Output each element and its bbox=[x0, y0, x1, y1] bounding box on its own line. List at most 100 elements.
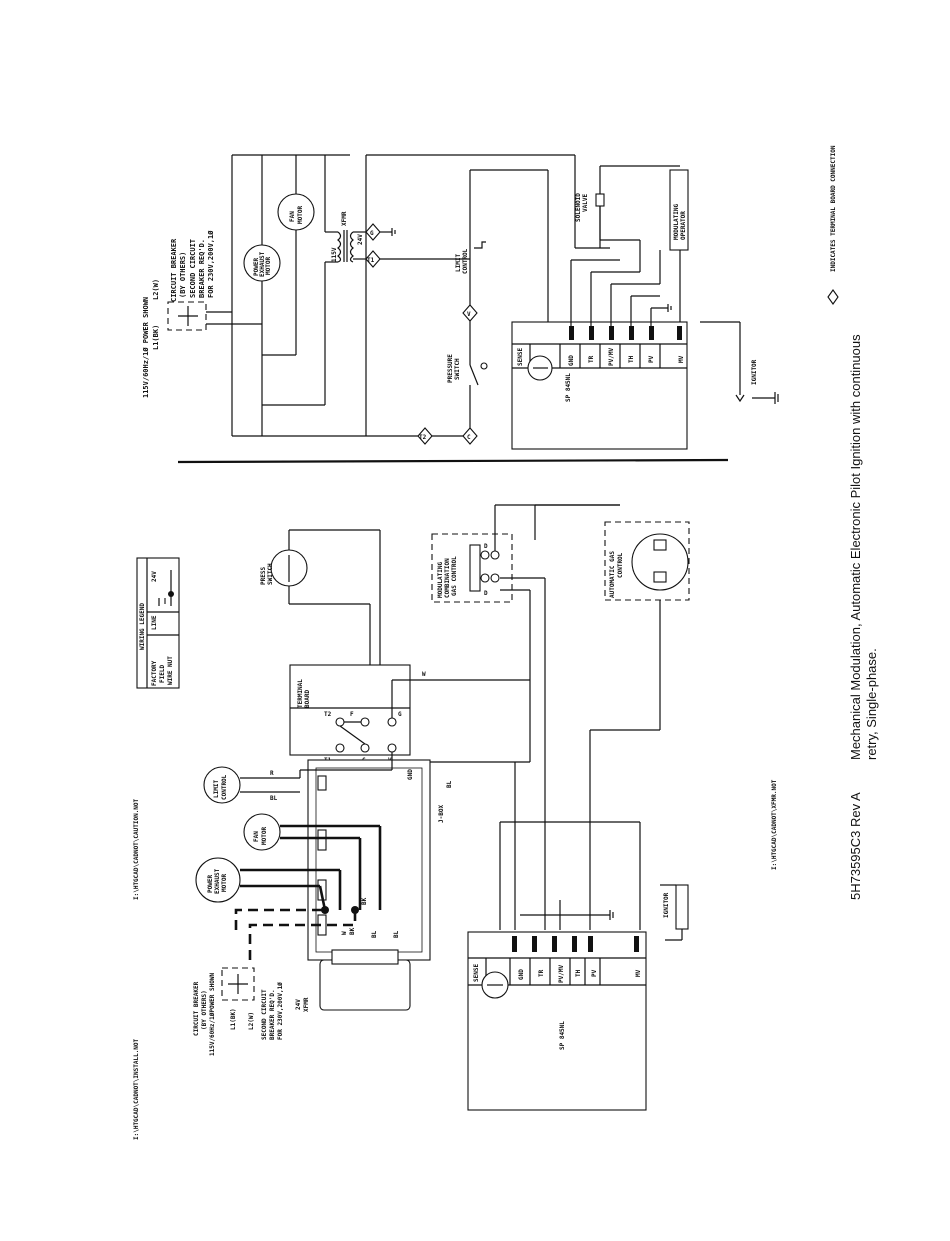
ladder-exhaust-motor bbox=[243, 244, 281, 282]
ladder-solenoid-label-1: SOLENOID bbox=[575, 193, 582, 222]
limit-control bbox=[203, 766, 241, 804]
document-id: 5H73595C3 Rev A bbox=[848, 792, 863, 900]
j-box-gnd-label: GND bbox=[407, 769, 414, 780]
ladder-module bbox=[511, 321, 688, 450]
tb-top-label-g: G bbox=[398, 711, 402, 718]
auto-gas-label-1: AUTOMATIC GAS bbox=[609, 551, 616, 598]
term-pv: PV bbox=[591, 969, 598, 977]
wire-color-bl-3: BL bbox=[446, 780, 453, 788]
ladder-terminal-t2 bbox=[417, 427, 433, 445]
ladder-module-label: SP 845NL bbox=[565, 373, 572, 402]
legend-line-label: LINE bbox=[151, 615, 158, 630]
limit-label-1: LIMIT bbox=[213, 780, 220, 798]
tb-terminal-v bbox=[387, 743, 397, 753]
ladder-term-gnd: GND bbox=[568, 355, 575, 366]
ladder-breaker-sub: (BY OTHERS) bbox=[179, 252, 187, 298]
mod-combo-label-1: MODULATING bbox=[437, 561, 444, 598]
breaker-symbol bbox=[221, 967, 255, 1001]
term-gnd: GND bbox=[518, 969, 525, 980]
breaker-label: CIRCUIT BREAKER bbox=[193, 981, 200, 1036]
ladder-terminal-v-label: V bbox=[467, 311, 471, 318]
ladder-xfmr-115v: 115V bbox=[331, 247, 338, 262]
exhaust-label-1: POWER bbox=[207, 875, 214, 893]
wire-color-bl-limit: BL bbox=[270, 795, 278, 802]
field-wire-l2 bbox=[248, 910, 357, 960]
terminal-board-label-2: BOARD bbox=[304, 690, 311, 708]
legend-row-wirenut: WIRE NUT bbox=[167, 656, 174, 685]
terminal-board-label-1: TERMINAL bbox=[297, 679, 304, 708]
file-ref-xfmr: I:\HTGCAD\CADNOT\XFMR.NOT bbox=[771, 779, 778, 870]
file-ref-install: I:\HTGCAD\CADNOT\INSTALL.NOT bbox=[133, 1038, 140, 1140]
ladder-term-th: TH bbox=[628, 355, 635, 363]
xfmr-24v-label: 24V bbox=[295, 999, 302, 1010]
control-module bbox=[467, 931, 647, 1111]
ladder-limit-contact bbox=[474, 241, 486, 249]
exhaust-label-3: MOTOR bbox=[221, 874, 228, 892]
fan-label-1: FAN bbox=[253, 831, 260, 842]
fan-label-2: MOTOR bbox=[261, 827, 268, 845]
ladder-terminal-t2-label: T2 bbox=[419, 434, 427, 441]
tb-terminal-t1 bbox=[335, 743, 345, 753]
ladder-second-breaker-3: FOR 230V,200V,1Ø bbox=[207, 230, 215, 298]
mod-combo-d-1: D bbox=[484, 590, 488, 597]
j-box-label: J-BOX bbox=[438, 805, 445, 823]
ladder-terminal-v bbox=[462, 304, 478, 322]
j-box bbox=[307, 759, 431, 961]
ladder-pressure-label-2: SWITCH bbox=[454, 358, 461, 380]
ladder-fan-motor bbox=[277, 193, 315, 231]
wire-color-w: W bbox=[341, 931, 348, 935]
ladder-breaker-symbol bbox=[167, 301, 207, 331]
term-th: TH bbox=[575, 969, 582, 977]
limit-label-2: CONTROL bbox=[221, 774, 228, 800]
automatic-gas-control bbox=[604, 521, 690, 601]
connection-diagram: WIRING LEGEND FACTORY FIELD WIRE NUT LIN… bbox=[136, 504, 690, 1111]
term-tr: TR bbox=[538, 969, 545, 977]
ladder-terminal-c-label: C bbox=[467, 434, 471, 441]
ladder-exhaust-label-2: EXHAUST bbox=[259, 251, 266, 277]
auto-gas-label-2: CONTROL bbox=[617, 552, 624, 578]
mod-combo-label-3: GAS CONTROL bbox=[451, 556, 458, 596]
modulating-gas-control bbox=[431, 533, 513, 603]
wire-color-bk: BK bbox=[361, 897, 368, 905]
ladder-exhaust-label-3: MOTOR bbox=[265, 257, 272, 275]
ladder-pressure-label-1: PRESSURE bbox=[447, 354, 454, 383]
wire-color-bl-2: BL bbox=[393, 930, 400, 938]
legend-row-field: FIELD bbox=[159, 665, 166, 683]
xfmr-label: XFMR bbox=[303, 997, 310, 1012]
ladder-module-terminals: GND TR PV/MV TH PV MV bbox=[559, 326, 685, 368]
wire-nut-1 bbox=[321, 906, 329, 914]
ladder-terminal-t1-label: T1 bbox=[367, 257, 375, 264]
wire-color-bk-2: BK bbox=[349, 927, 356, 935]
exhaust-motor bbox=[195, 857, 241, 903]
mod-combo-d-2: D bbox=[484, 543, 488, 550]
ladder-fan-label-2: MOTOR bbox=[297, 206, 304, 224]
ladder-limit-label-2: CONTROL bbox=[462, 248, 469, 274]
tb-terminal-g bbox=[387, 717, 397, 727]
wiring-legend-title: WIRING LEGEND bbox=[139, 603, 146, 650]
ladder-diagram: 115V/60Hz/1Ø POWER SHOWN L1(BK) L2(W) CI… bbox=[142, 154, 779, 450]
igniter-label: IGNITOR bbox=[663, 892, 670, 918]
ladder-exhaust-label-1: POWER bbox=[253, 258, 260, 276]
caption-block: 5H73595C3 Rev A Mechanical Modulation, A… bbox=[848, 334, 879, 900]
ladder-term-pv: PV bbox=[648, 355, 655, 363]
ladder-mod-operator-label-2: OPERATOR bbox=[680, 211, 687, 240]
ladder-igniter-label: IGNITOR bbox=[751, 359, 758, 385]
ladder-power-note: 115V/60Hz/1Ø POWER SHOWN bbox=[142, 297, 150, 398]
legend-24v-label: 24V bbox=[151, 571, 158, 582]
breaker-sub-label: (BY OTHERS) bbox=[201, 990, 208, 1030]
ladder-solenoid-label-2: VALVE bbox=[582, 194, 589, 212]
file-ref-caution: I:\HTGCAD\CADNOT\CAUTION.NOT bbox=[133, 798, 140, 900]
ladder-second-breaker-1: SECOND CIRCUIT bbox=[189, 239, 197, 298]
ladder-terminal-g-label: G bbox=[370, 230, 374, 237]
diagram-title-line-2: retry, Single-phase. bbox=[864, 648, 879, 760]
term-pvmv: PV/MV bbox=[558, 965, 565, 983]
l1-label: L1(BK) bbox=[230, 1008, 237, 1030]
wire-nut-2 bbox=[351, 906, 359, 914]
legend-row-factory: FACTORY bbox=[151, 660, 158, 686]
diamond-terminal-icon bbox=[827, 289, 839, 305]
tb-top-label-t2: T2 bbox=[324, 711, 332, 718]
second-breaker-1: SECOND CIRCUIT bbox=[261, 989, 268, 1040]
wire-color-w-top: W bbox=[422, 671, 426, 678]
ladder-second-breaker-2: BREAKER REQ'D. bbox=[198, 239, 206, 298]
